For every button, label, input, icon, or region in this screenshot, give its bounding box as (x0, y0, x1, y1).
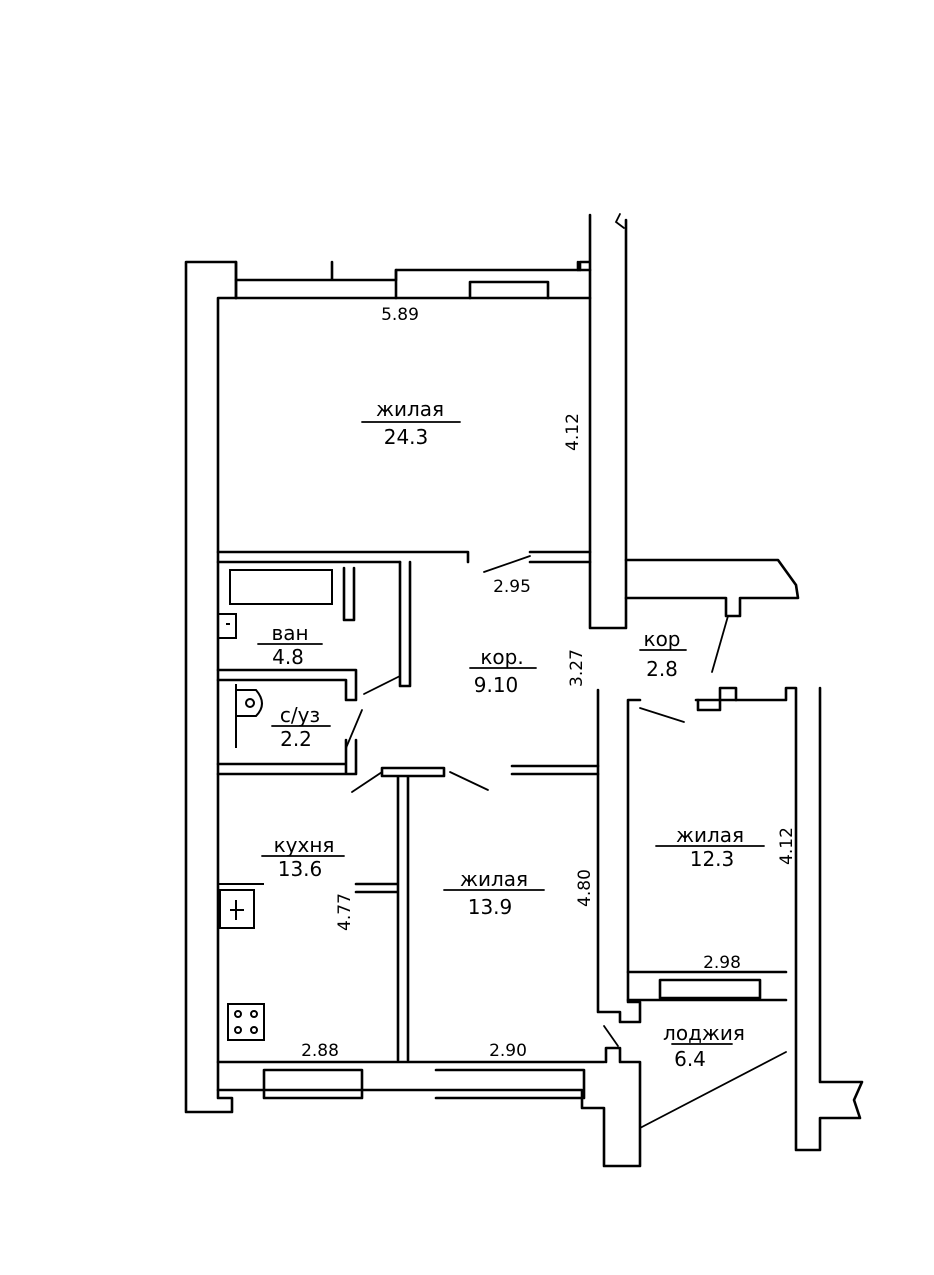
door-swing-bath (363, 675, 401, 695)
room-living-top-name: жилая (376, 397, 444, 421)
toilet-icon (235, 684, 263, 748)
room-corridor-small-area: 2.8 (646, 657, 678, 681)
wall-kitchen-mid (354, 766, 446, 1062)
left-outer-wall (184, 260, 238, 1114)
fixtures (218, 569, 333, 1041)
stove-icon (227, 1003, 265, 1041)
stove-burner-3-icon (234, 1026, 242, 1034)
stove-burner-1-icon (234, 1010, 242, 1018)
sink-icon (218, 613, 237, 639)
dim-corridor-side: 3.27 (567, 649, 587, 687)
inner-walls (216, 550, 729, 1062)
kitchen-sink-icon (218, 883, 264, 929)
room-corridor-main-name: кор. (480, 645, 523, 669)
loggia-door (603, 1025, 619, 1047)
stove-burner-4-icon (250, 1026, 258, 1034)
door-swing-right (639, 707, 685, 723)
room-bath-name: ван (271, 621, 308, 645)
outer-walls (184, 213, 864, 1168)
bathtub-icon (229, 569, 333, 605)
room-kitchen-area: 13.6 (278, 857, 323, 881)
door-swing-kitchen (351, 771, 383, 793)
wall-break-top (614, 213, 625, 229)
wall-bath-wc (216, 668, 358, 702)
dimension-labels: 5.89 4.12 2.95 3.27 4.77 4.80 4.12 2.98 … (301, 305, 797, 1061)
wing-walls (624, 558, 800, 618)
dim-kitchen-width: 2.88 (301, 1041, 339, 1061)
dim-top-width: 5.89 (381, 305, 419, 325)
room-kitchen-name: кухня (274, 833, 335, 857)
loggia-rail (639, 1051, 787, 1129)
wall-mid-corridor (510, 764, 600, 776)
room-loggia-area: 6.4 (674, 1047, 706, 1071)
toilet-bowl-icon (245, 698, 255, 708)
dim-right-height: 4.12 (777, 827, 797, 865)
room-living-mid-name: жилая (460, 867, 528, 891)
room-living-top-area: 24.3 (384, 425, 429, 449)
bath-walls (342, 560, 412, 688)
dim-mid-width: 2.90 (489, 1041, 527, 1061)
right-upper-wall (578, 213, 628, 630)
door-stub-right (696, 686, 738, 712)
room-wc-area: 2.2 (280, 727, 312, 751)
room-loggia-name: лоджия (663, 1021, 745, 1045)
right-room-walls (596, 686, 864, 1152)
bottom-window (262, 1068, 586, 1100)
door-swing-top (483, 555, 531, 573)
wall-living-bath (216, 550, 592, 564)
room-corridor-small-name: кор (643, 627, 680, 651)
right-window (626, 970, 788, 1002)
dim-kitchen-height: 4.77 (335, 893, 355, 931)
top-window (234, 268, 592, 300)
dim-mid-height: 4.80 (575, 869, 595, 907)
wall-wc-kitchen (216, 738, 358, 776)
dim-top-height: 4.12 (563, 413, 583, 451)
room-corridor-main-area: 9.10 (474, 673, 519, 697)
room-living-mid-area: 13.9 (468, 895, 513, 919)
room-labels: жилая 24.3 ван 4.8 с/уз 2.2 кор. 9.10 ко… (257, 397, 765, 1071)
top-outer-wall (234, 260, 592, 300)
room-bath-area: 4.8 (272, 645, 304, 669)
door-swing-wc (345, 709, 363, 749)
door-swing-small-cor (711, 615, 729, 673)
stove-burner-2-icon (250, 1010, 258, 1018)
room-living-right-area: 12.3 (690, 847, 735, 871)
room-wc-name: с/уз (280, 703, 320, 727)
dim-right-width: 2.98 (703, 953, 741, 973)
dim-corridor-width: 2.95 (493, 577, 531, 597)
door-swing-mid (449, 771, 489, 791)
room-living-right-name: жилая (676, 823, 744, 847)
bottom-outer-wall (216, 1046, 642, 1168)
